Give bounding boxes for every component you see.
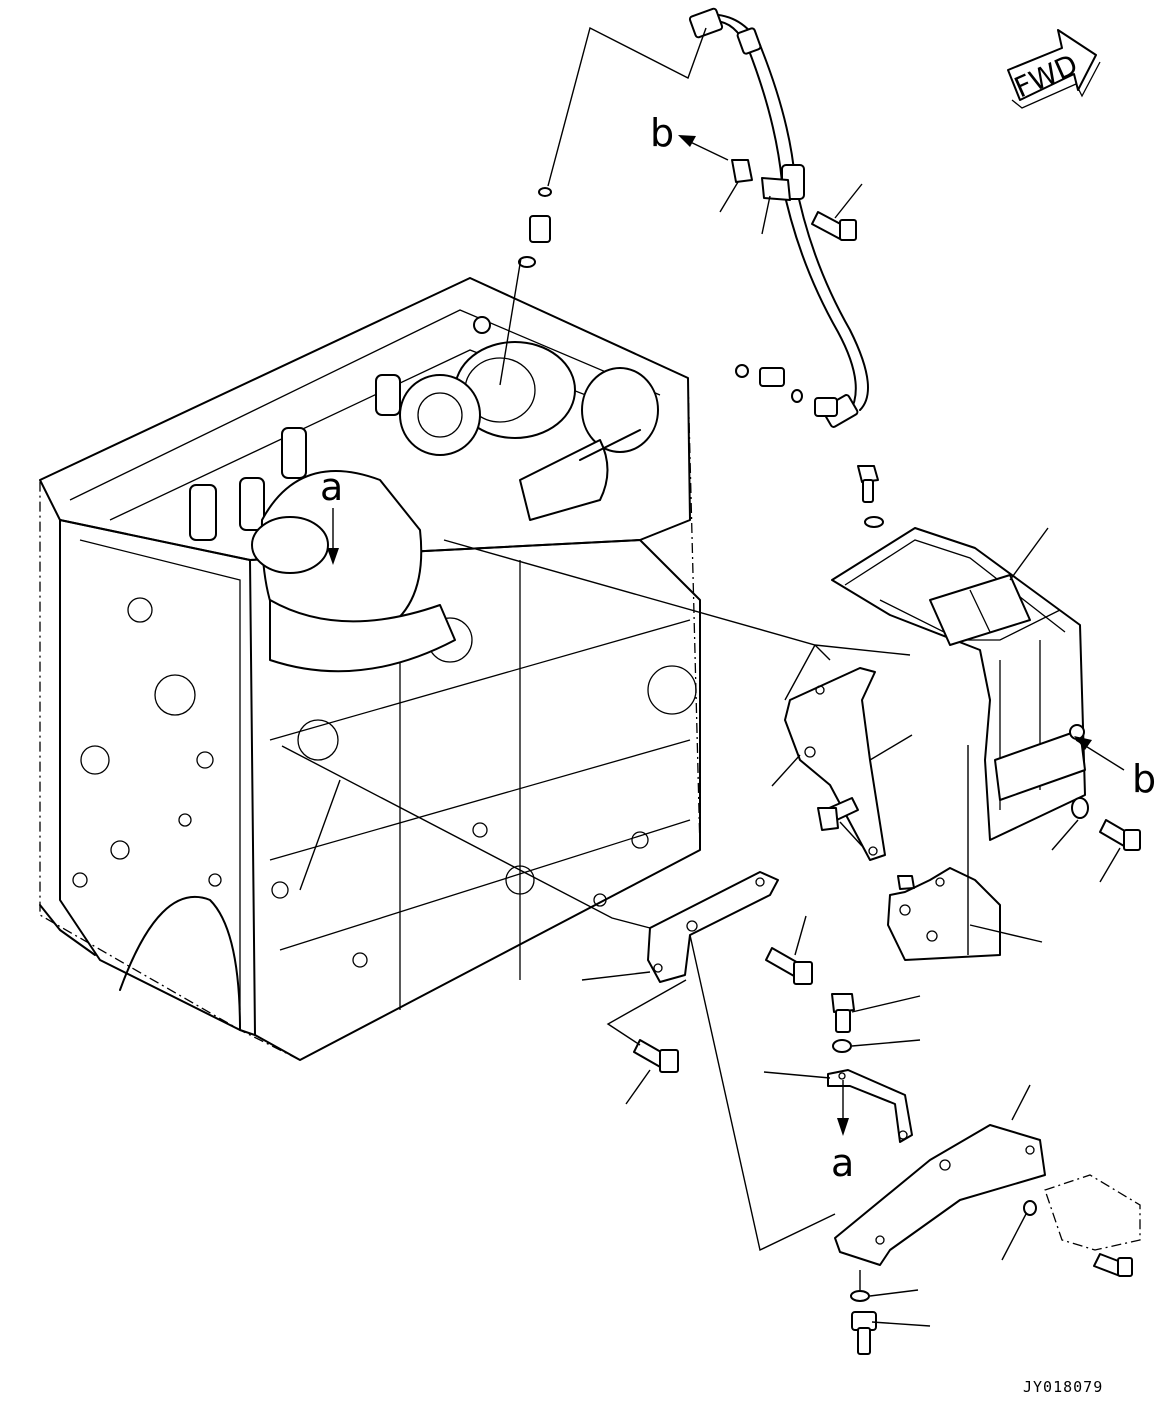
right-bolt bbox=[1099, 819, 1141, 851]
intake-elbow bbox=[251, 470, 456, 673]
callout-a-top: a bbox=[320, 465, 343, 565]
fwd-marker: FWD bbox=[1007, 29, 1101, 109]
callout-b-top-label: b bbox=[650, 111, 674, 155]
lower-plate-bracket bbox=[834, 1124, 1046, 1266]
callout-b-right-label: b bbox=[1132, 757, 1156, 801]
bracket-bolt-2 bbox=[633, 1039, 679, 1073]
valve-springs bbox=[189, 374, 401, 541]
callout-b-right: b bbox=[1074, 736, 1156, 801]
arrow-down-icon bbox=[837, 1118, 849, 1136]
arrow-left-icon bbox=[1074, 736, 1092, 750]
turbo-oil-pipe bbox=[688, 7, 869, 428]
callout-a-top-label: a bbox=[320, 465, 343, 509]
strap-bracket bbox=[827, 1069, 913, 1143]
leader-lines bbox=[281, 26, 1121, 1327]
ref-bolt bbox=[1093, 1253, 1133, 1277]
bracket-bolt-1 bbox=[765, 947, 813, 985]
engine-block bbox=[39, 277, 701, 1061]
arrow-left-icon bbox=[678, 135, 696, 147]
fwd-arrow-icon bbox=[1007, 29, 1101, 109]
washer bbox=[1071, 797, 1089, 819]
pipe-fittings bbox=[518, 159, 857, 417]
callout-a-bottom: a bbox=[831, 1080, 854, 1185]
mid-bolt bbox=[817, 797, 859, 831]
figure-code: JY018079 bbox=[1023, 1378, 1103, 1396]
callout-a-bottom-label: a bbox=[831, 1141, 854, 1185]
small-washer bbox=[1023, 1200, 1037, 1216]
turbocharger bbox=[399, 316, 659, 456]
hex-bolt-vertical bbox=[831, 993, 855, 1053]
ref-bracket-outline bbox=[1044, 1174, 1141, 1251]
bottom-bolt bbox=[851, 1311, 877, 1355]
arrow-down-icon bbox=[327, 548, 339, 565]
lower-left-bracket bbox=[647, 871, 779, 983]
bottom-washer bbox=[850, 1290, 870, 1302]
callout-b-top: b bbox=[650, 111, 729, 161]
mid-bracket bbox=[784, 667, 886, 861]
shield-bolt bbox=[857, 465, 884, 528]
u-bracket bbox=[887, 867, 1001, 961]
